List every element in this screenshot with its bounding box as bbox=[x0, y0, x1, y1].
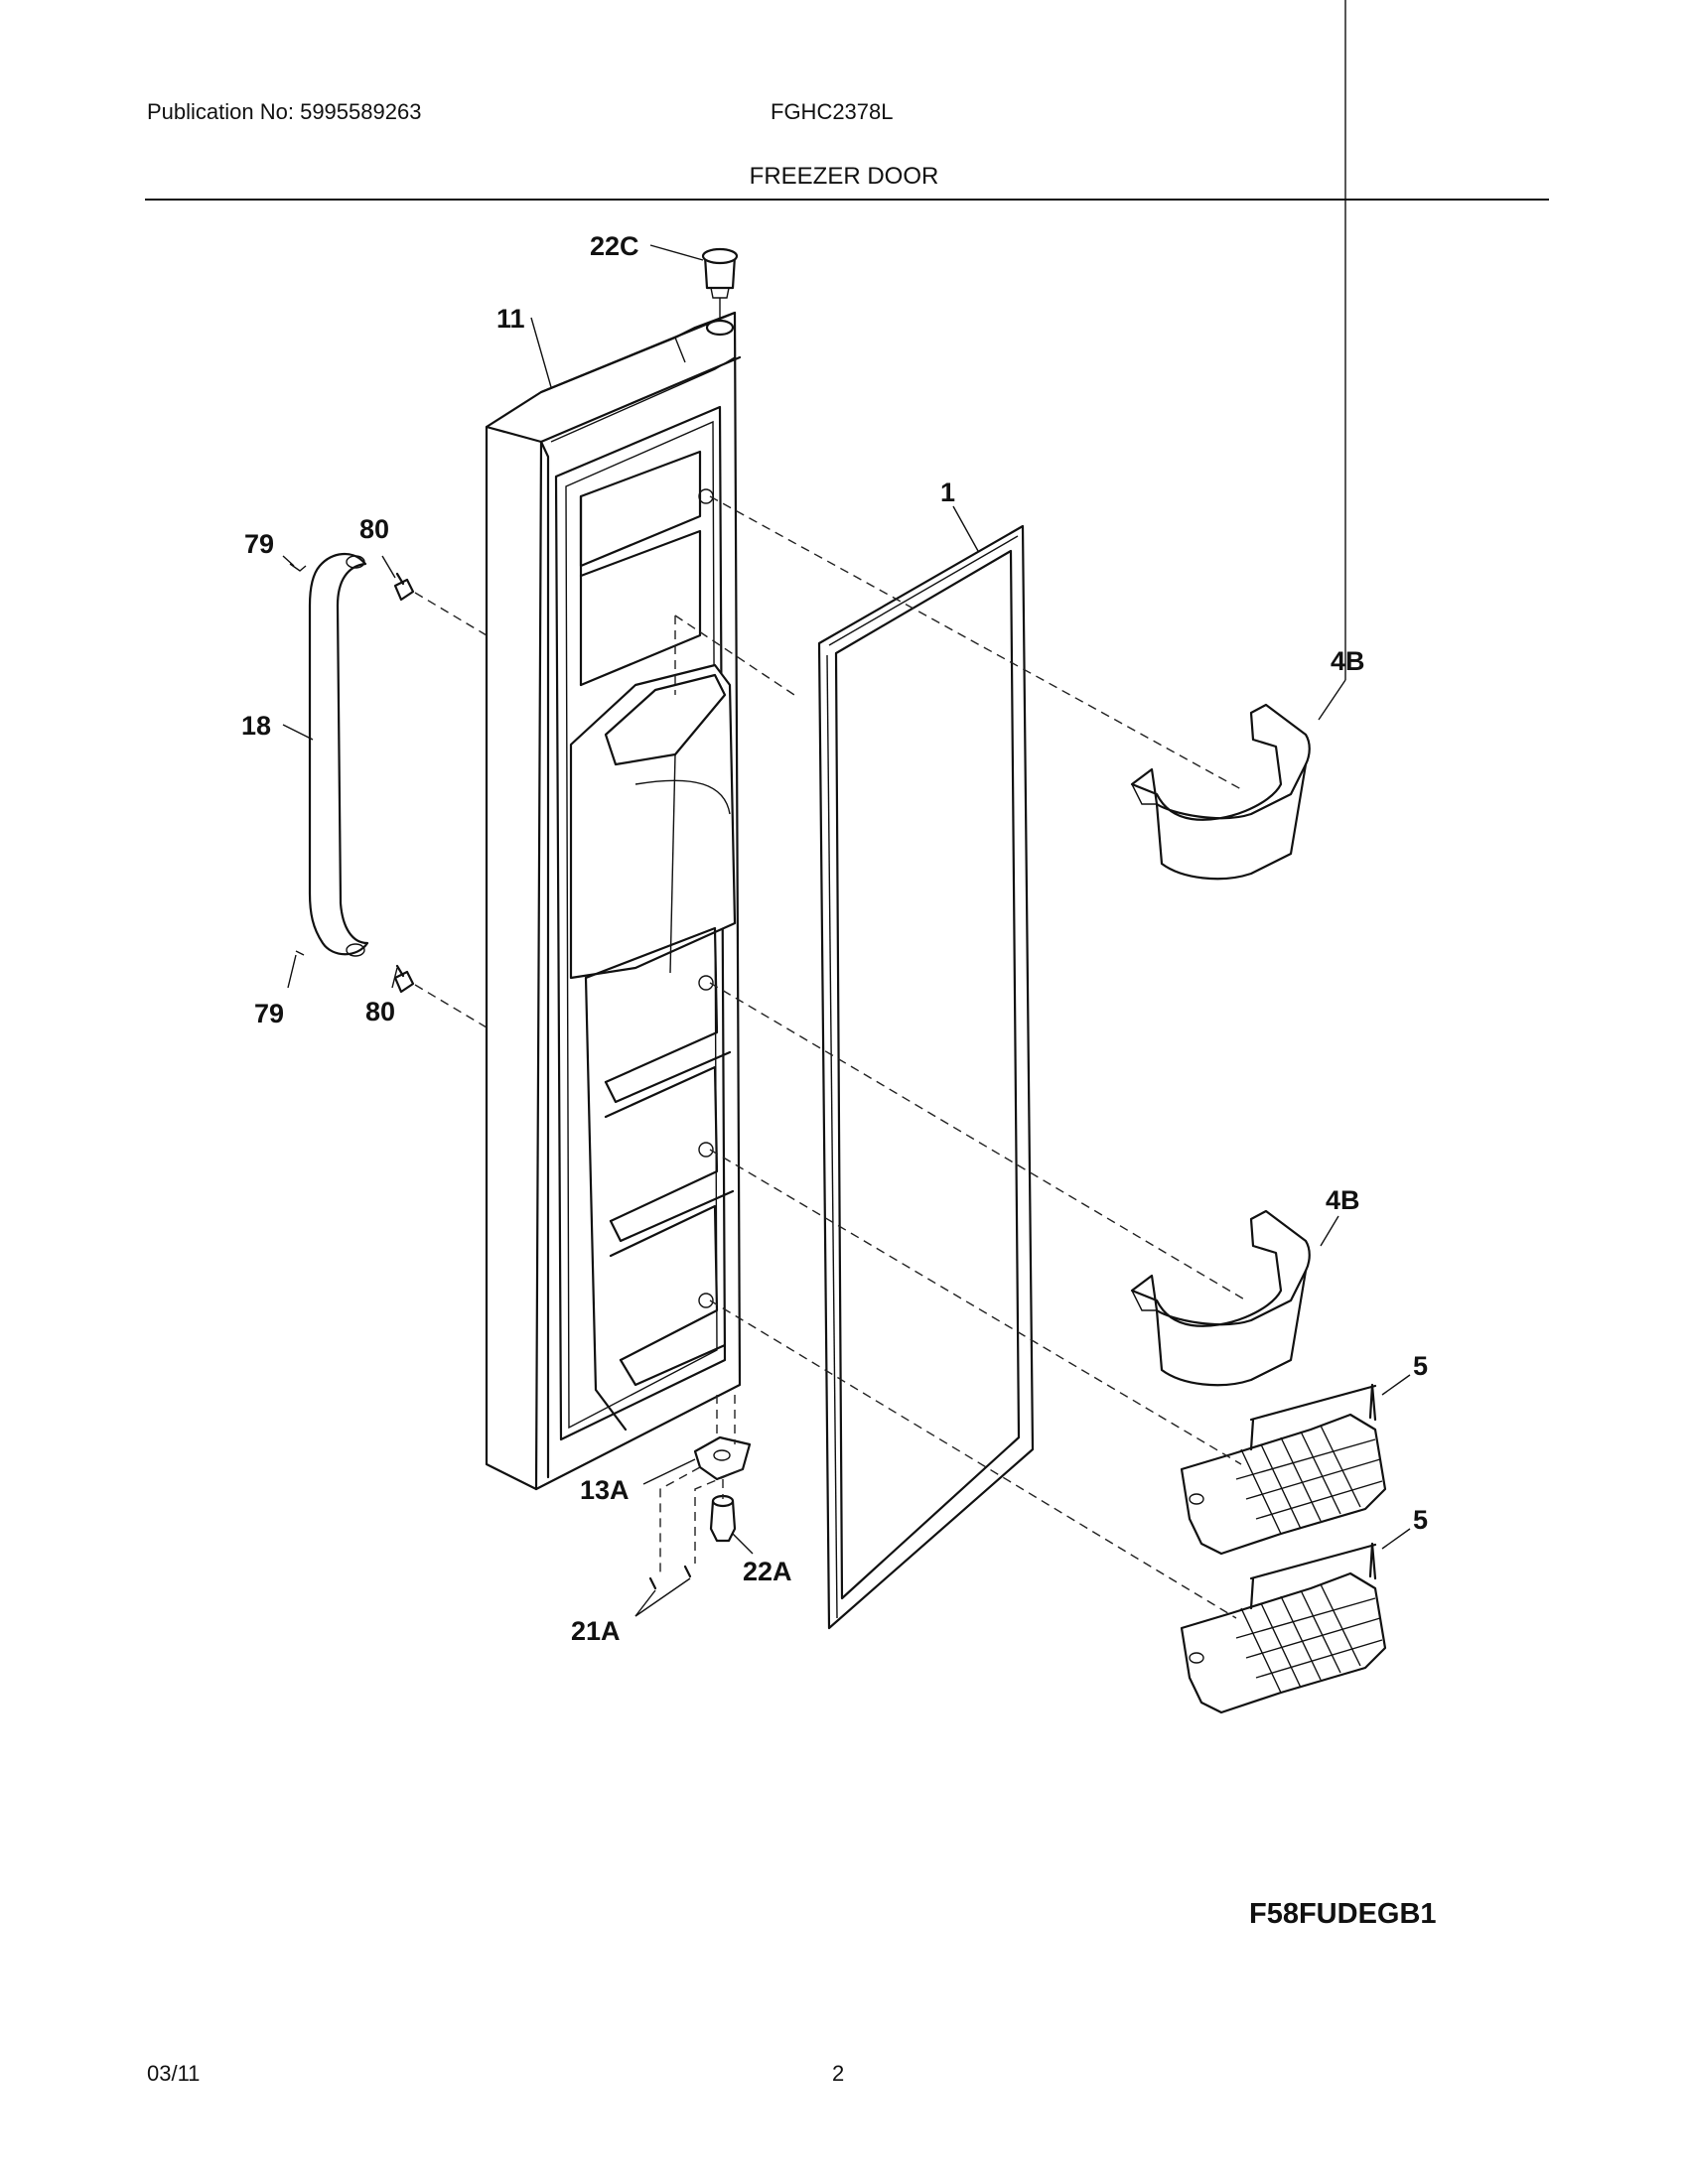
bottom-hinge-pin-part bbox=[709, 1494, 737, 1543]
callout-79-bottom: 79 bbox=[254, 999, 284, 1028]
model-number: FGHC2378L bbox=[771, 99, 894, 124]
header-divider bbox=[145, 199, 1549, 201]
callout-1: 1 bbox=[940, 478, 955, 507]
callout-80-bottom: 80 bbox=[365, 997, 395, 1026]
page-title: FREEZER DOOR bbox=[749, 163, 939, 190]
callout-5-bottom: 5 bbox=[1413, 1505, 1428, 1535]
door-handle-part bbox=[308, 553, 369, 957]
callout-11: 11 bbox=[496, 304, 525, 334]
top-hinge-bushing-part bbox=[701, 247, 739, 337]
door-bin-part bbox=[1130, 1209, 1311, 1387]
callout-5-top: 5 bbox=[1413, 1351, 1428, 1381]
callout-80-top: 80 bbox=[359, 514, 389, 544]
callout-79-top: 79 bbox=[244, 529, 274, 559]
callout-4b-top: 4B bbox=[1331, 646, 1365, 676]
hinge-screw-part bbox=[648, 1565, 692, 1590]
wire-basket-part bbox=[1180, 1383, 1387, 1556]
callout-22a: 22A bbox=[743, 1557, 792, 1586]
set-screw-part bbox=[289, 563, 307, 956]
callout-18: 18 bbox=[241, 711, 271, 741]
handle-stud-part bbox=[393, 572, 415, 994]
footer-date: 03/11 bbox=[147, 2061, 201, 2086]
door-panel-part bbox=[485, 311, 742, 1491]
door-gasket-part bbox=[817, 524, 1035, 1630]
callout-13a: 13A bbox=[580, 1475, 630, 1505]
wire-basket-part bbox=[1180, 1542, 1387, 1714]
callout-4b-bottom: 4B bbox=[1326, 1185, 1360, 1215]
callout-leaders bbox=[282, 0, 1411, 1617]
publication-number: Publication No: 5995589263 bbox=[147, 99, 422, 124]
callout-22c: 22C bbox=[590, 231, 639, 261]
door-bin-part bbox=[1130, 703, 1311, 881]
page-number: 2 bbox=[832, 2061, 845, 2086]
figure-code: F58FUDEGB1 bbox=[1249, 1898, 1437, 1930]
bottom-hinge-bracket-part bbox=[693, 1435, 752, 1481]
assembly-guide-lines bbox=[414, 495, 1247, 1619]
callout-21a: 21A bbox=[571, 1616, 621, 1646]
